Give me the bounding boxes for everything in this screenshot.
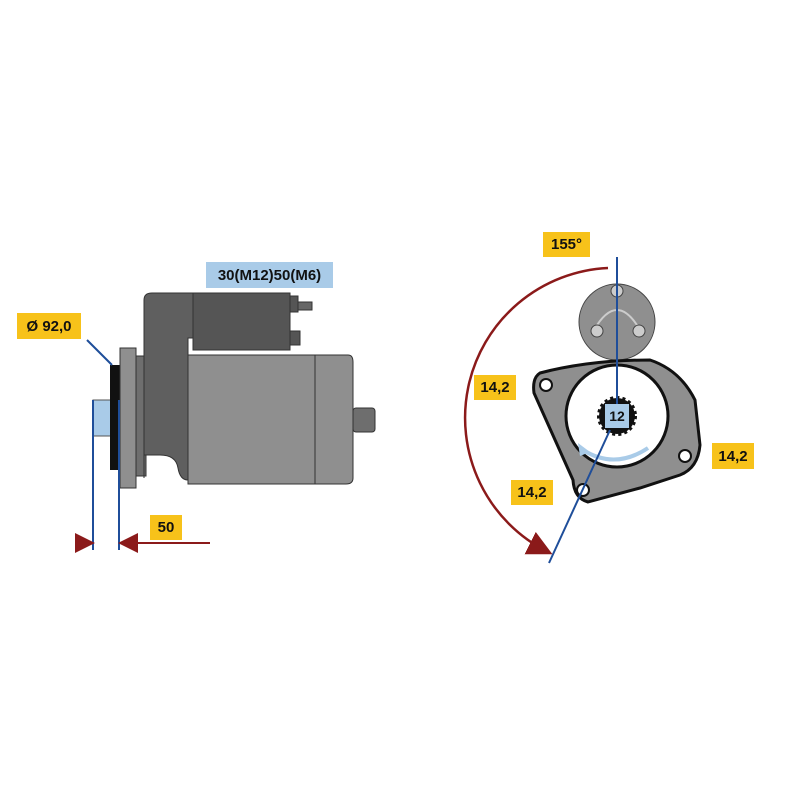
- length-label: 50: [150, 515, 182, 540]
- hole-label: 14,2: [712, 443, 754, 469]
- gasket: [110, 365, 120, 470]
- rear-stub: [352, 407, 376, 433]
- angle-arc: [463, 266, 609, 555]
- hole-label: 14,2: [474, 375, 516, 400]
- hole-label: 14,2: [511, 480, 553, 505]
- drive-housing: [143, 292, 195, 481]
- solenoid: [192, 292, 291, 351]
- diameter-label: Ø 92,0: [17, 313, 81, 339]
- flange: [119, 347, 137, 489]
- teeth-label: 12: [609, 408, 625, 424]
- side-view: [75, 292, 376, 553]
- motor-body: [187, 354, 354, 485]
- terminal-label: 30(M12)50(M6): [206, 262, 333, 288]
- front-view: [463, 257, 702, 564]
- angle-label: 155°: [543, 232, 590, 257]
- pinion: [92, 399, 112, 437]
